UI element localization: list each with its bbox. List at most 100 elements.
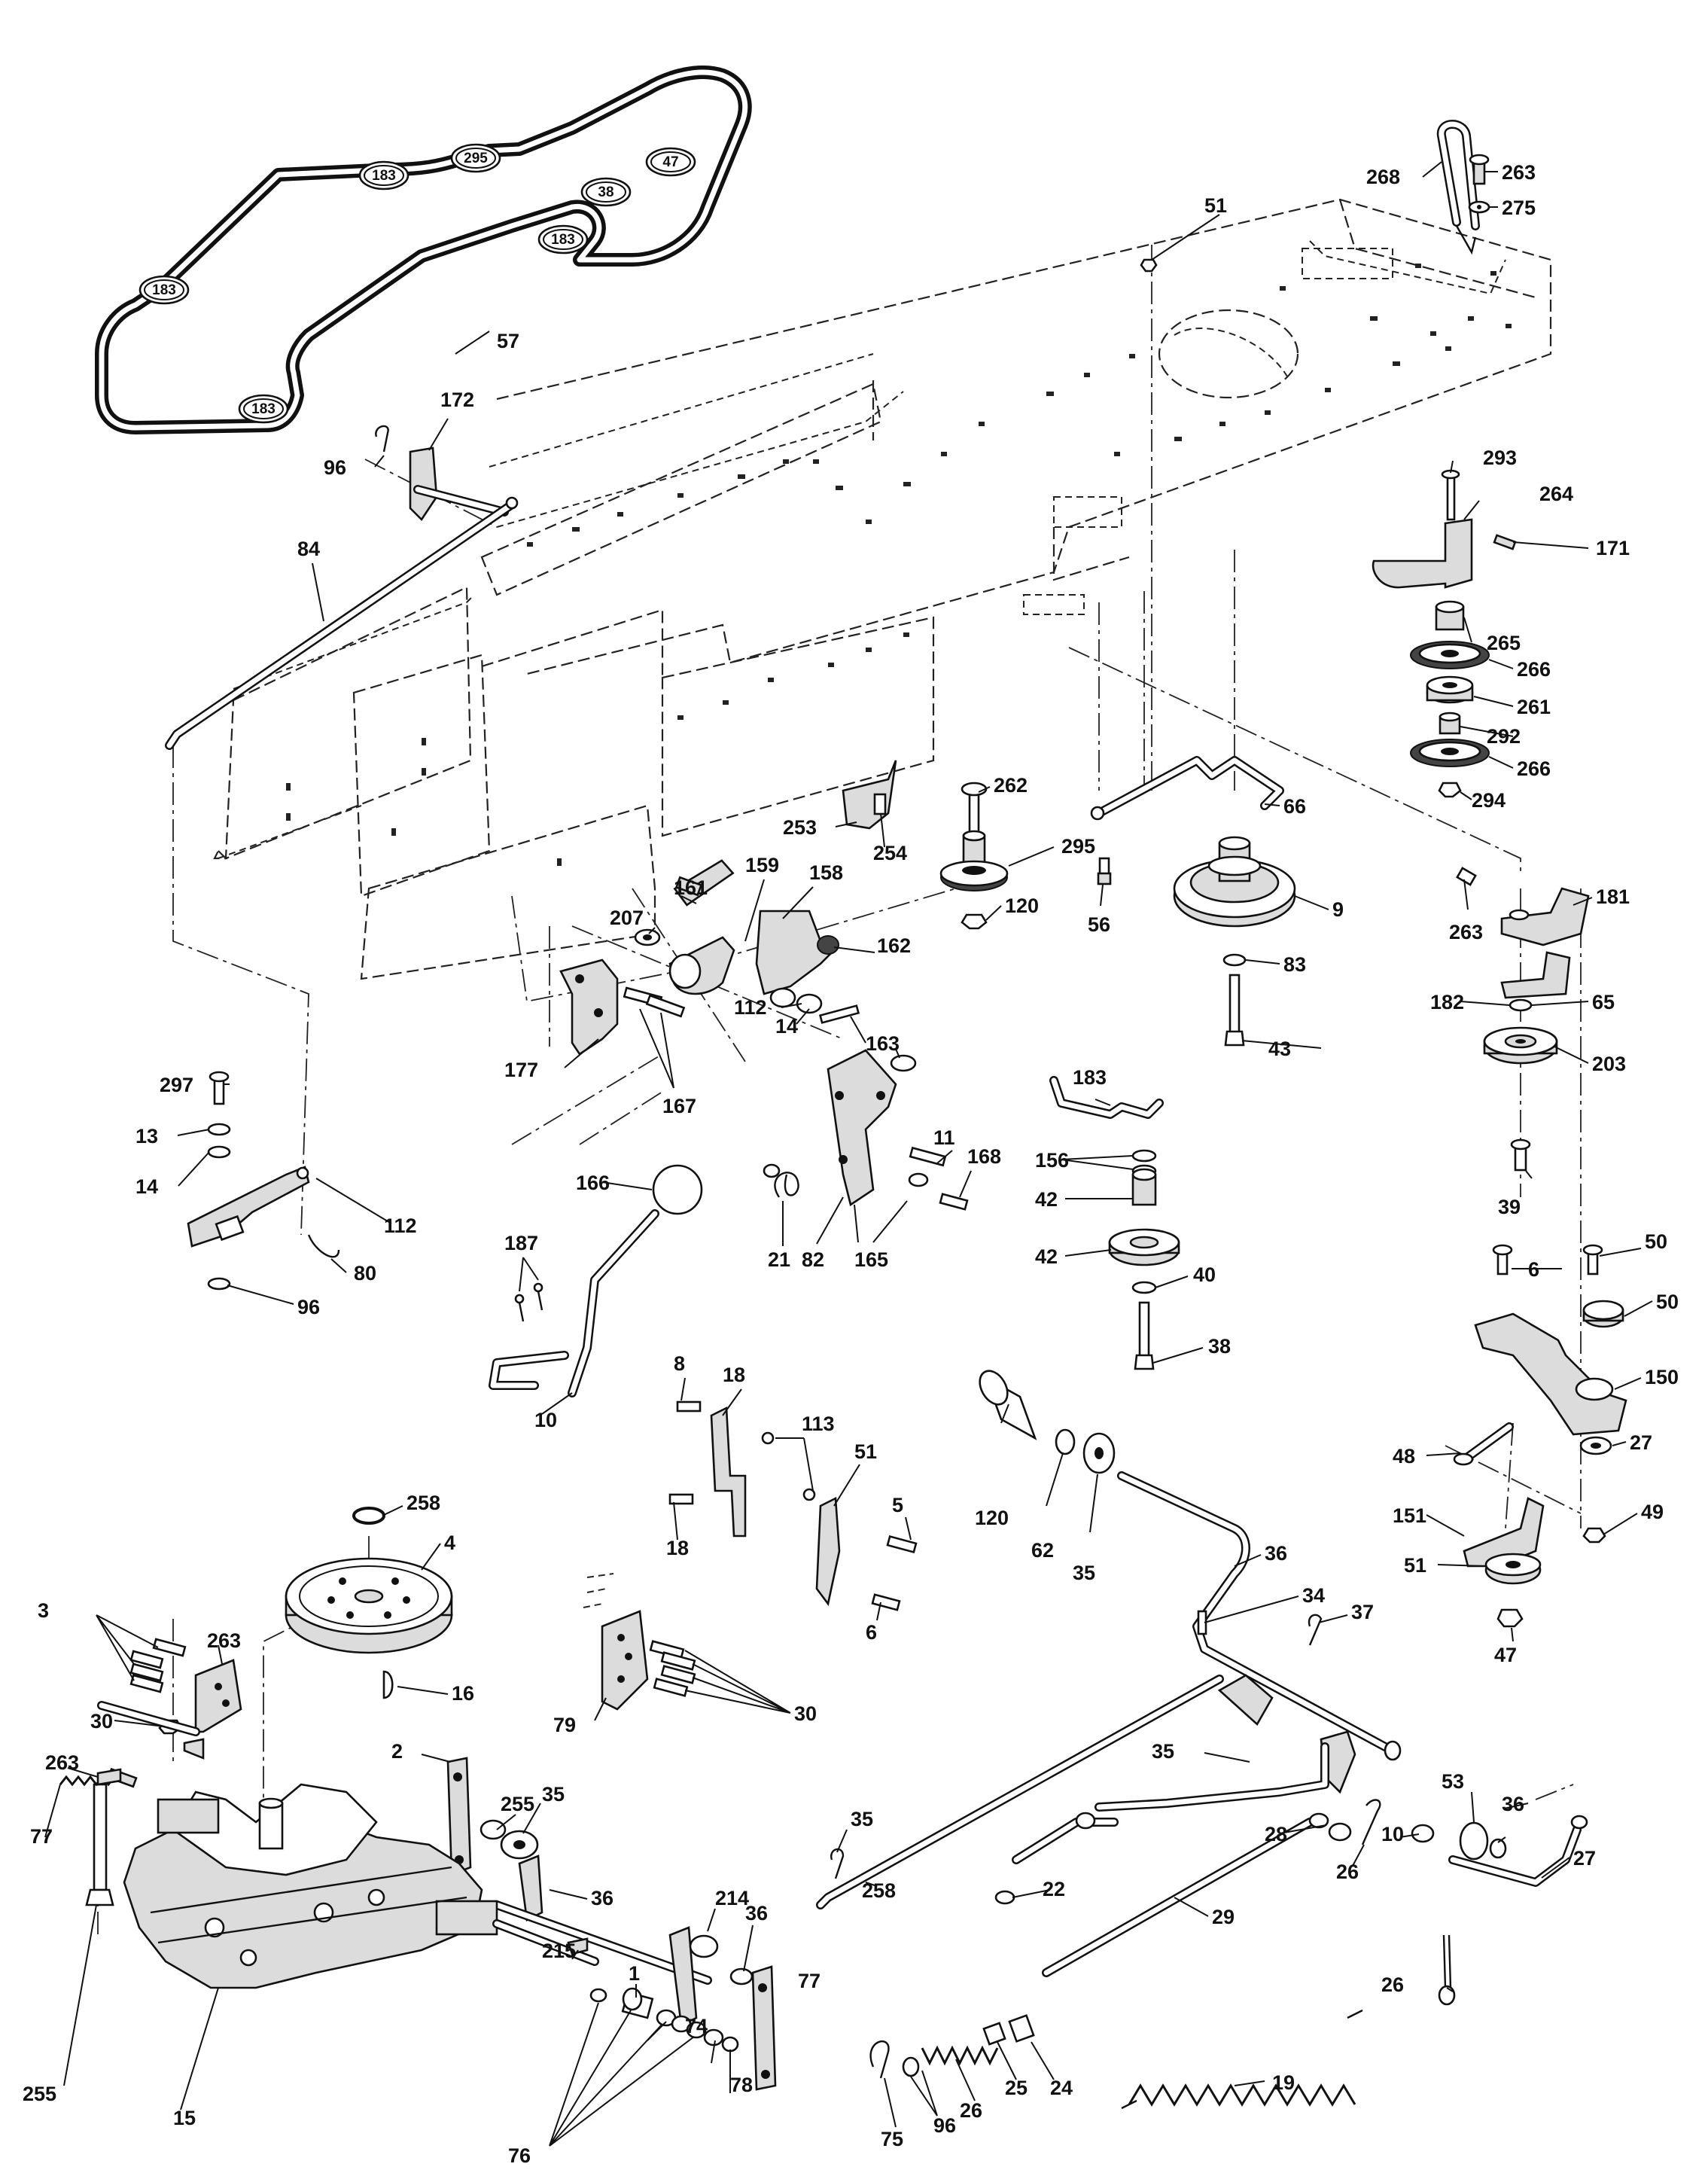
callout-255-a: 2 — [391, 1740, 403, 1763]
callout-266-b: 266 — [1517, 757, 1551, 780]
callout-53: 27 — [1573, 1847, 1596, 1870]
callout-3: 4 — [444, 1531, 455, 1554]
callout-5: 51 — [854, 1440, 877, 1463]
pulley-bracket-assembly — [1372, 469, 1517, 798]
callout-47: 51 — [1404, 1554, 1426, 1577]
callout-19: 24 — [1050, 2077, 1073, 2099]
callout-24: 25 — [1005, 2077, 1028, 2099]
callout-35-c: 36 — [745, 1902, 768, 1925]
callout-172: 172 — [440, 389, 474, 411]
callout-161: 161 — [674, 876, 708, 899]
callout-254: 254 — [873, 842, 907, 864]
callout-9: 9 — [1332, 898, 1344, 921]
callout-113: 18 — [723, 1364, 745, 1386]
callout-150: 50 — [1656, 1291, 1679, 1313]
callout-14-b: 13 — [135, 1125, 158, 1147]
callout-35-b: 255 — [501, 1793, 534, 1815]
callout-62: 120 — [975, 1507, 1009, 1529]
belt-label-183-d: 183 — [251, 401, 276, 417]
callout-207: 207 — [610, 907, 644, 929]
callout-16: 30 — [90, 1710, 113, 1733]
callout-29: 22 — [1043, 1878, 1065, 1900]
callout-42-b: 40 — [1193, 1263, 1216, 1286]
callout-263-d: 30 — [794, 1702, 817, 1725]
callout-56: 56 — [1088, 913, 1110, 936]
callout-258-b: 35 — [851, 1808, 873, 1830]
bracket-253 — [842, 760, 897, 830]
callout-168: 11 — [933, 1126, 955, 1149]
springs — [869, 2009, 1363, 2110]
callout-294: 294 — [1472, 789, 1506, 812]
callout-151: 27 — [1630, 1431, 1652, 1454]
callout-36-a: 35 — [1073, 1562, 1095, 1584]
callout-42-a: 156 — [1035, 1149, 1069, 1172]
callout-18-a: 8 — [674, 1352, 685, 1375]
callout-167: 177 — [504, 1059, 538, 1081]
callout-35-a: 62 — [1031, 1539, 1054, 1562]
callout-15: 255 — [23, 2083, 56, 2105]
callout-66: 66 — [1283, 795, 1306, 818]
chassis-frame — [213, 198, 1552, 980]
callout-36-b: 35 — [542, 1783, 565, 1806]
callout-36-d: 53 — [1442, 1770, 1464, 1793]
callout-83: 163 — [866, 1032, 900, 1055]
callout-2: 77 — [30, 1825, 53, 1848]
callout-79: 16 — [452, 1682, 474, 1705]
callout-43: 182 — [1430, 991, 1464, 1013]
callout-10-b: 26 — [1336, 1861, 1359, 1883]
callout-1: 15 — [173, 2107, 196, 2129]
belt-label-183-b: 183 — [551, 232, 575, 248]
callout-6-a: 18 — [666, 1537, 689, 1559]
callout-261: 261 — [1517, 696, 1551, 718]
drive-belt — [95, 66, 752, 434]
callout-22: 258 — [862, 1879, 896, 1902]
callout-39: 38 — [1208, 1335, 1231, 1358]
callout-258-a: 37 — [1351, 1601, 1374, 1623]
callout-112-a: 112 — [734, 996, 767, 1019]
callout-293: 293 — [1483, 446, 1517, 469]
callout-156: 165 — [854, 1248, 888, 1271]
callout-51-a: 51 — [1204, 194, 1227, 217]
callout-30-a: 263 — [207, 1629, 241, 1652]
callout-96-a: 96 — [324, 456, 346, 479]
callout-18-b: 5 — [892, 1494, 903, 1516]
belt-label-183-a: 183 — [372, 168, 396, 184]
callout-34: 36 — [1265, 1542, 1287, 1565]
callout-96-b: 80 — [354, 1262, 376, 1285]
belt-label-38: 38 — [598, 184, 613, 200]
callout-13: 297 — [160, 1074, 193, 1096]
callout-262: 262 — [994, 774, 1028, 797]
callout-181: 181 — [1596, 885, 1630, 908]
callout-49: 151 — [1393, 1504, 1426, 1527]
center-pulley-stack — [939, 258, 1296, 1370]
callout-253: 253 — [783, 816, 817, 839]
callout-27-a: 48 — [1393, 1445, 1415, 1467]
callout-26-b: 10 — [1381, 1823, 1404, 1845]
transaxle-1 — [59, 1701, 599, 1989]
callout-120-b: 47 — [1494, 1644, 1517, 1666]
belt-label-183-c: 183 — [152, 282, 176, 298]
callout-263-b: 263 — [1449, 921, 1483, 943]
callout-84: 84 — [297, 538, 320, 560]
callout-40: 42 — [1035, 1188, 1058, 1211]
callout-37: 34 — [1302, 1584, 1325, 1607]
lever-bracket-group — [763, 1049, 969, 1211]
callout-263-c: 3 — [38, 1599, 49, 1622]
callout-166: 168 — [967, 1145, 1001, 1168]
bracket-30-center — [583, 1573, 696, 1711]
callout-171: 171 — [1596, 537, 1630, 559]
bracket-30-left — [129, 1638, 394, 1760]
callout-48: 150 — [1645, 1366, 1679, 1388]
control-lever-8 — [489, 1164, 703, 1397]
callout-35-d: 36 — [1502, 1793, 1524, 1815]
callout-268: 268 — [1366, 166, 1400, 188]
callout-74: 1 — [629, 1962, 640, 1985]
callout-6-b: 6 — [866, 1621, 877, 1644]
callout-25: 26 — [960, 2099, 982, 2122]
callout-11: 96 — [297, 1296, 320, 1318]
callout-30-b: 79 — [553, 1714, 576, 1736]
callout-4: 258 — [406, 1492, 440, 1514]
callout-292: 292 — [1487, 725, 1521, 748]
callout-275: 275 — [1502, 197, 1536, 219]
